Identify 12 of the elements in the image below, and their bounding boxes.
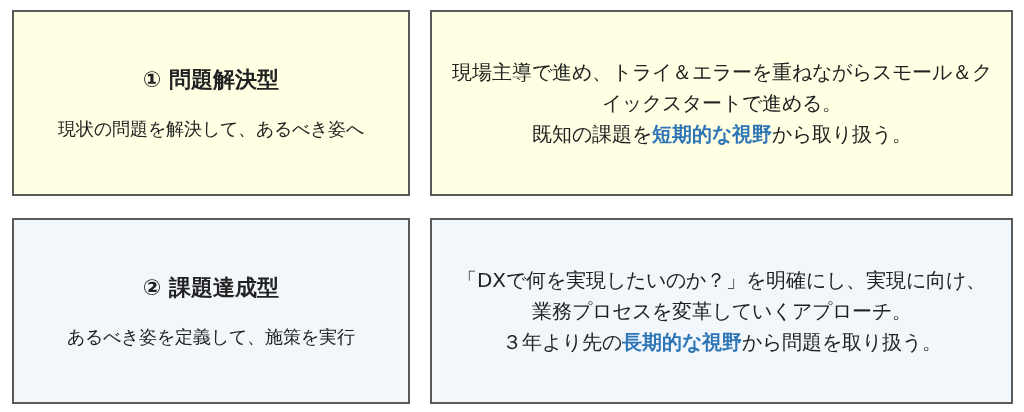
description-text: ３年より先の長期的な視野から問題を取り扱う。 [501,328,942,356]
description-text: 現場主導で進め、トライ＆エラーを重ねながらスモール＆クイックスタートで進める。 [450,58,993,117]
text-panel [12,10,410,196]
text-panel [430,218,1013,404]
text-panel [430,10,1013,196]
panel-heading: ① 問題解決型 [142,66,280,94]
description-text: 既知の課題を短期的な視野から取り扱う。 [531,120,912,148]
panel-heading: ② 課題達成型 [142,274,280,302]
panel-description: あるべき姿を定義して、施策を実行 [67,325,355,349]
description-text: 「DXで何を実現したいのか？」を明確にし、実現に向け、業務プロセスを変革していくアプローチ。 [455,266,988,325]
panel-description: 現状の問題を解決して、あるべき姿へ [58,117,364,141]
text-panel [12,218,410,404]
